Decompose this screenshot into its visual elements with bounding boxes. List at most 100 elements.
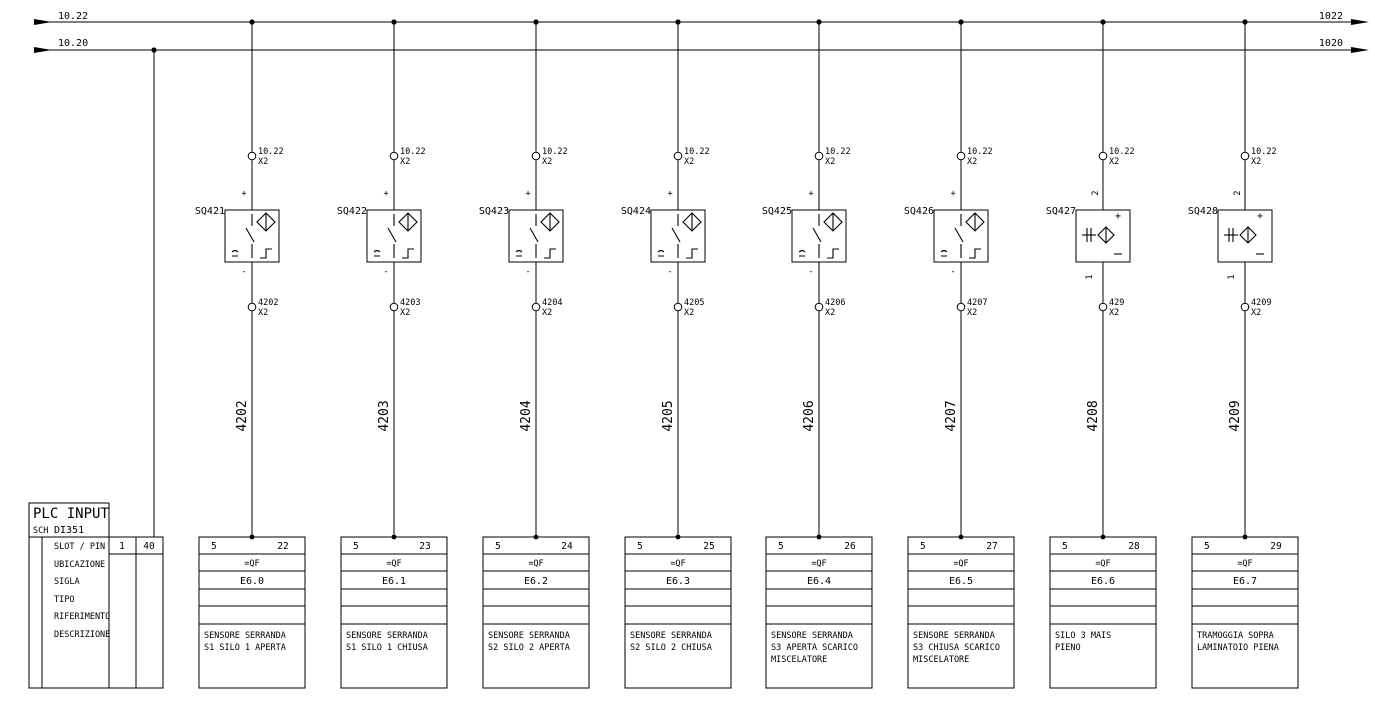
sensor-body [1217,209,1273,263]
terminal-icon [956,151,966,161]
sensor-tag: SQ427 [1046,206,1076,217]
plc-row-label: TIPO [54,595,74,605]
terminal-icon [247,151,257,161]
terminal-icon [389,302,399,312]
terminal-bottom-number: 4202 [258,298,278,308]
sensor-tag: SQ421 [195,206,225,217]
plc-description-line: SENSORE SERRANDA [771,631,853,641]
plc-pin-number: 23 [419,541,430,552]
polarity-bottom-label: - [383,267,388,277]
polarity-top-label: + [383,189,388,199]
svg-text:+: + [1257,211,1263,222]
plc-row-label: SIGLA [54,577,80,587]
proximity-switch-icon [657,212,702,259]
connection-dot [675,534,681,540]
polarity-bottom-label: 1 [1085,274,1095,279]
plc-slot-number: 5 [211,541,217,552]
terminal-top-number: 10.22 [825,147,851,157]
plc-description-line: LAMINATOIO PIENA [1197,643,1279,653]
plc-address: E6.3 [666,576,690,587]
proximity-switch-icon [515,212,560,259]
plc-row-label: SLOT / PIN [54,542,105,552]
terminal-strip-label: X2 [1251,308,1261,318]
plc-slot-number: 5 [1062,541,1068,552]
terminal-icon [1098,151,1108,161]
polarity-top-label: + [667,189,672,199]
rail-junction-dot [151,47,157,53]
plc-row-label: DESCRIZIONE [54,630,110,640]
plc-description-line: TRAMOGGIA SOPRA [1197,631,1274,641]
plc-address: E6.1 [382,576,406,587]
terminal-icon [814,151,824,161]
plc-pin-number: 22 [277,541,288,552]
plc-description-line: SILO 3 MAIS [1055,631,1111,641]
polarity-bottom-label: - [950,267,955,277]
wire-number: 4207 [944,400,959,431]
plc-title: PLC INPUT [33,506,109,522]
plc-location: =QF [670,559,685,569]
plc-pin-number: 26 [844,541,856,552]
terminal-strip-label: X2 [1109,308,1119,318]
plc-address: E6.6 [1091,576,1115,587]
terminal-strip-label: X2 [542,308,552,318]
wire-number: 4204 [519,400,534,431]
plc-description-line: MISCELATORE [913,655,969,665]
terminal-strip-label: X2 [542,157,552,167]
sensor-body [1075,209,1131,263]
capacitive-sensor-icon: + [1082,211,1122,255]
terminal-strip-label: X2 [258,308,268,318]
polarity-top-label: 2 [1233,190,1243,195]
terminal-top-number: 10.22 [1251,147,1277,157]
plc-pin-number: 25 [703,541,714,552]
plc-description-line: S3 CHIUSA SCARICO [913,643,1000,653]
polarity-bottom-label: - [667,267,672,277]
connection-dot [1242,534,1248,540]
plc-location: =QF [1095,559,1110,569]
sensor-tag: SQ423 [479,206,509,217]
connection-dot [1100,534,1106,540]
polarity-top-label: + [808,189,813,199]
polarity-top-label: 2 [1091,190,1101,195]
terminal-bottom-number: 429 [1109,298,1124,308]
terminal-strip-label: X2 [684,157,694,167]
plc-row-label: RIFERIMENTO [54,612,110,622]
terminal-icon [1240,302,1250,312]
wire-number: 4203 [377,400,392,431]
terminal-icon [814,302,824,312]
proximity-switch-icon [798,212,843,259]
terminal-icon [247,302,257,312]
plc-location: =QF [953,559,968,569]
plc-address: E6.2 [524,576,548,587]
plc-description-line: SENSORE SERRANDA [913,631,995,641]
connection-dot [249,534,255,540]
sensor-tag: SQ425 [762,206,792,217]
plc-address: E6.4 [807,576,831,587]
wire-number: 4209 [1228,400,1243,431]
plc-pin-number: 27 [986,541,997,552]
plc-sch-label: SCH [33,526,48,536]
terminal-strip-label: X2 [684,308,694,318]
polarity-bottom-label: - [525,267,530,277]
plc-pin-number: 28 [1128,541,1140,552]
terminal-strip-label: X2 [825,308,835,318]
terminal-strip-label: X2 [825,157,835,167]
polarity-bottom-label: 1 [1227,274,1237,279]
rail-1020-left-label: 10.20 [58,38,88,49]
terminal-strip-label: X2 [400,308,410,318]
polarity-top-label: + [241,189,246,199]
rail-1022-right-label: 1022 [1319,11,1343,22]
plc-address: E6.7 [1233,576,1257,587]
capacitive-sensor-icon: + [1224,211,1264,255]
plc-row-label: UBICAZIONE [54,560,105,570]
plc-location: =QF [386,559,401,569]
connection-dot [816,534,822,540]
rail-1022: 10.22 1022 [34,11,1369,25]
